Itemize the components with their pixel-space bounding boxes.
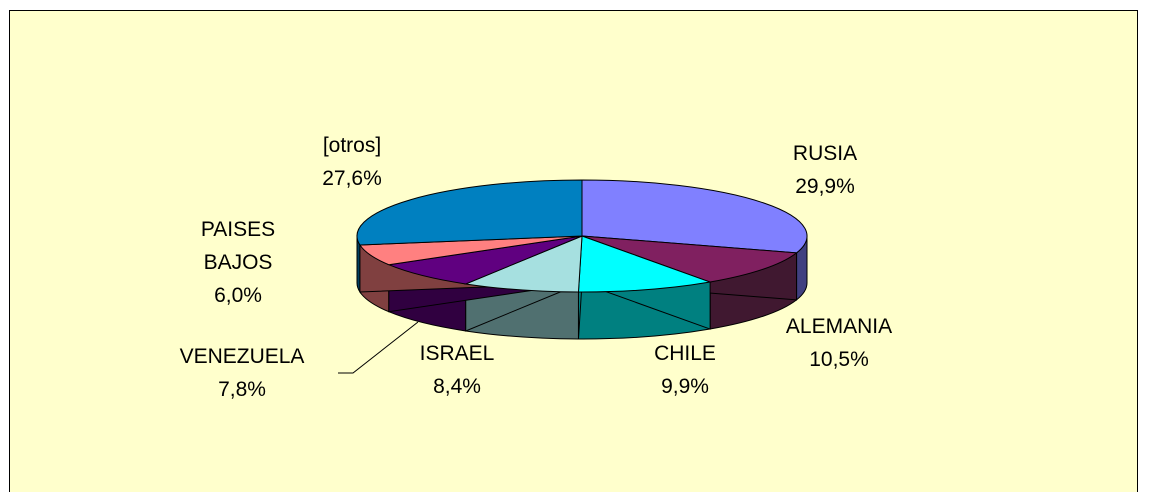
value-label-otros: 27,6%: [322, 167, 382, 190]
category-label-rusia: RUSIA: [793, 142, 857, 165]
value-label-paises-bajos: 6,0%: [214, 284, 262, 307]
category-label-paises-bajos: PAISES: [201, 218, 275, 241]
category-label-israel: ISRAEL: [420, 342, 495, 365]
value-label-alemania: 10,5%: [809, 348, 869, 371]
category-label-paises-bajos: BAJOS: [204, 251, 273, 274]
value-label-israel: 8,4%: [433, 375, 481, 398]
leader-line-venezuela: [338, 321, 419, 374]
category-label-alemania: ALEMANIA: [786, 315, 892, 338]
pie-slice-chile: [577, 235, 713, 293]
pie-slice-alemania: [581, 235, 798, 283]
value-label-venezuela: 7,8%: [218, 378, 266, 401]
category-label-chile: CHILE: [654, 342, 716, 365]
pie-slice-israel: [463, 235, 583, 293]
pie-slice-venezuela: [386, 235, 583, 285]
value-label-rusia: 29,9%: [795, 175, 855, 198]
category-label-venezuela: VENEZUELA: [180, 345, 305, 368]
value-label-chile: 9,9%: [661, 375, 709, 398]
pie-slice-rusia: [581, 179, 808, 254]
category-label-otros: [otros]: [323, 134, 381, 157]
pie-slice-otros: [356, 179, 583, 246]
